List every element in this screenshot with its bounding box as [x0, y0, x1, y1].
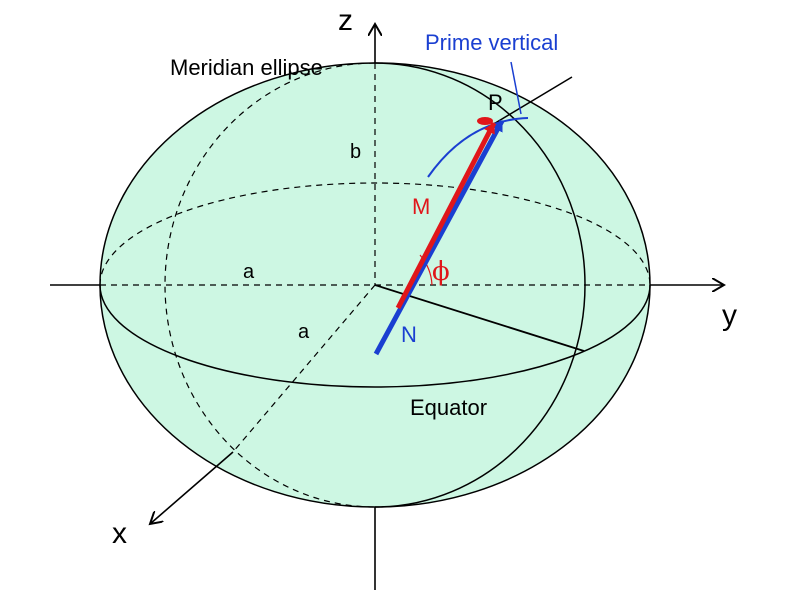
prime-vertical-curve: [427, 117, 529, 178]
radius-m-label: M: [412, 194, 430, 219]
x-axis-label: x: [112, 517, 127, 550]
x-axis-front: [150, 451, 234, 524]
meridian-back: [164, 62, 376, 508]
x-axis-hidden: [232, 284, 376, 453]
semi-major-y-label: a: [243, 261, 255, 283]
z-axis-label: z: [338, 4, 353, 37]
latitude-phi-label: ϕ: [432, 257, 450, 287]
meridian-radius-m: [395, 121, 497, 310]
prime-vertical-leader: [510, 61, 522, 115]
latitude-arc: [419, 254, 433, 286]
normal-extension-line: [486, 76, 573, 129]
radius-n-label: N: [401, 322, 417, 347]
y-axis-label: y: [722, 299, 737, 332]
normal-radius-n: [373, 119, 505, 356]
meridian-ellipse-label: Meridian ellipse: [170, 55, 323, 80]
semi-minor-label: b: [350, 141, 361, 163]
equator-front: [99, 284, 651, 388]
semi-major-x-label: a: [298, 321, 310, 343]
equator-back: [99, 182, 651, 286]
prime-vertical-label: Prime vertical: [425, 30, 558, 55]
equator-label: Equator: [410, 395, 487, 420]
point-p-marker: [477, 117, 493, 125]
point-p-label: P: [488, 90, 503, 115]
